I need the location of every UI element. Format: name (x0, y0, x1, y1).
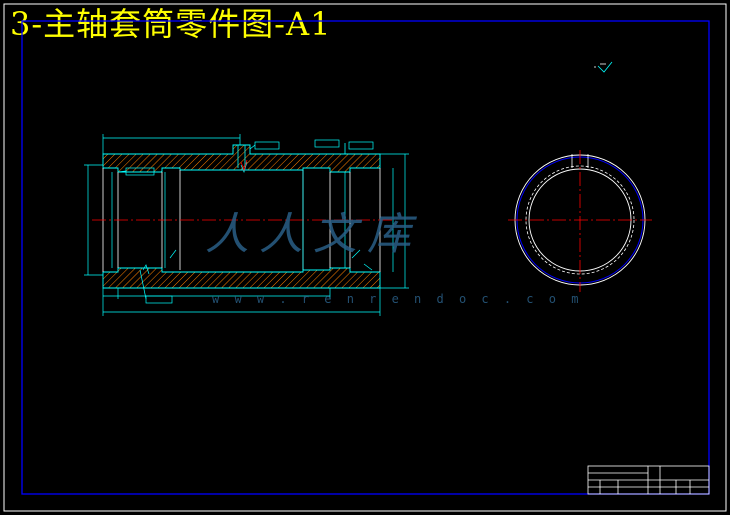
outer-frame (3, 3, 727, 512)
drawing-title: 3-主轴套筒零件图-A1 (10, 5, 332, 43)
leader-markers (240, 159, 248, 172)
title-block (587, 465, 710, 495)
watermark-text: 人人文库 (205, 209, 421, 260)
watermark-url: w w w . r e n r e n d o c . c o m (212, 292, 583, 306)
section-view (92, 143, 392, 289)
end-view (508, 150, 652, 292)
roughness-symbol (594, 61, 613, 73)
inner-frame (21, 20, 710, 495)
dimensions (84, 134, 409, 316)
